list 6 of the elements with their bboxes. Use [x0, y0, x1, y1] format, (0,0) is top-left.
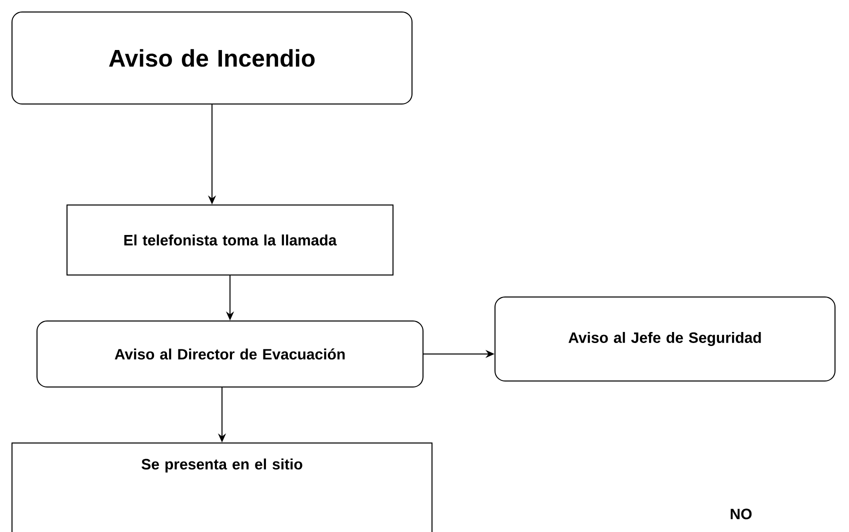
note-label: NO — [730, 508, 752, 520]
rounded-box: Aviso de Incendio — [12, 12, 412, 104]
process-box: Se presenta en el sitio — [12, 442, 432, 532]
rounded-box: Aviso al Jefe de Seguridad — [494, 296, 836, 382]
rounded-box: Aviso al Director de Evacuación — [36, 320, 424, 388]
process-box: El telefonista toma la llamada — [66, 204, 394, 276]
